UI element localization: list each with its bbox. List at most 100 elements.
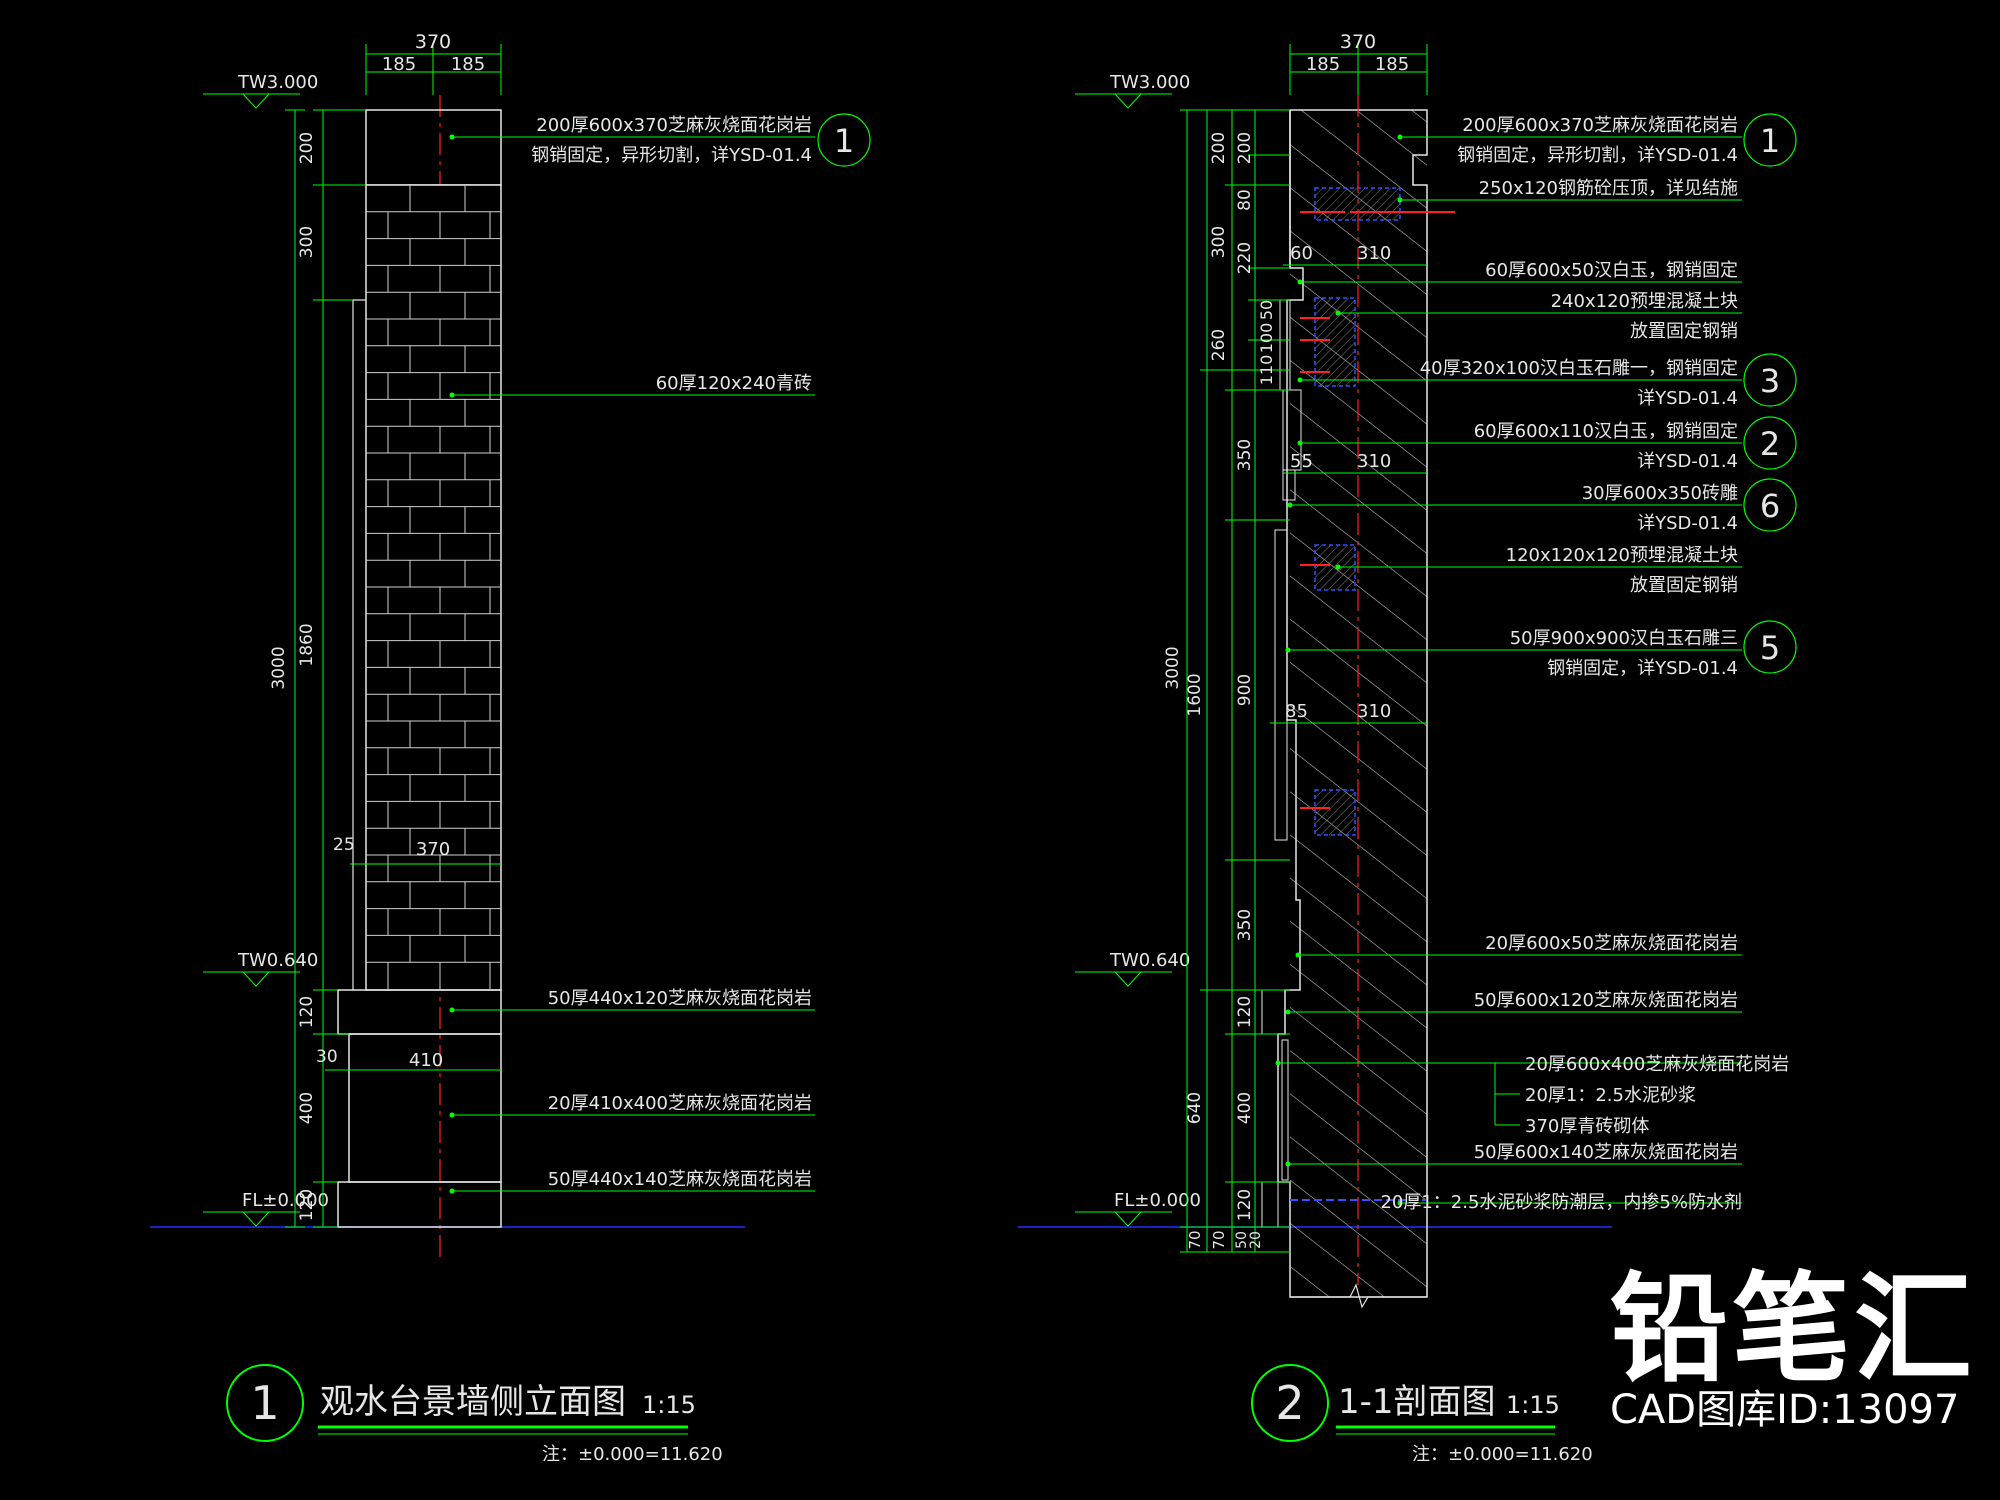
dim-30: 30: [316, 1047, 338, 1067]
rc-granite-140: 50厚600x140芝麻灰烧面花岗岩: [1474, 1142, 1738, 1163]
dim2-185-left: 185: [1306, 54, 1340, 75]
rc-brick-carving-2: 详YSD-01.4: [1637, 513, 1738, 534]
dim2-300: 300: [1209, 226, 1229, 258]
dim2-100: 100: [1257, 323, 1276, 354]
title-number-2: 2: [1275, 1376, 1304, 1430]
dim2-3000: 3000: [1163, 646, 1183, 689]
callout-base-140: 50厚440x140芝麻灰烧面花岗岩: [548, 1169, 812, 1190]
level-tw0640: TW0.640: [237, 950, 318, 971]
level2-fl: FL±0.000: [1114, 1190, 1201, 1211]
right-detail-tags: 1 3 2 6 5: [1743, 113, 1797, 674]
tag-circle-3: [1743, 353, 1797, 407]
dim-3000: 3000: [269, 646, 289, 689]
left-leader-dots: [449, 134, 455, 1194]
brick-courses: [366, 185, 501, 989]
dim-370: 370: [415, 31, 451, 53]
tag-circle-5: [1743, 620, 1797, 674]
dim2-310b: 310: [1357, 451, 1391, 472]
embed-block-120b: [1314, 789, 1356, 836]
left-leaders: [452, 136, 815, 1192]
base-stone-120: [337, 989, 502, 1035]
callout-cap-line2: 钢销固定，异形切割，详YSD-01.4: [531, 145, 812, 166]
dim2-120a: 120: [1235, 996, 1255, 1028]
dim2-350b: 350: [1235, 909, 1255, 941]
dim2-80: 80: [1235, 189, 1255, 211]
dim-120b: 120: [297, 1189, 317, 1221]
callout-brick: 60厚120x240青砖: [656, 373, 812, 394]
steel-pins: [1300, 211, 1455, 809]
rc-carving3-1: 50厚900x900汉白玉石雕三: [1510, 628, 1738, 649]
dim-185-left: 185: [382, 54, 416, 75]
rc-granite-120: 50厚600x120芝麻灰烧面花岗岩: [1474, 990, 1738, 1011]
dim2-70-mid: 70: [1210, 1230, 1228, 1249]
rc-damp-proof: 20厚1：2.5水泥砂浆防潮层，内掺5%防水剂: [1380, 1192, 1742, 1213]
level-marks-2: [1075, 93, 1172, 1227]
title-note-2: 注：±0.000=11.620: [1412, 1444, 1593, 1465]
rc-granite-50: 20厚600x50芝麻灰烧面花岗岩: [1485, 933, 1738, 954]
title-number-1: 1: [250, 1376, 279, 1430]
dim-410: 410: [409, 1050, 443, 1071]
break-line: [1290, 1283, 1427, 1309]
rc-brick-carving-1: 30厚600x350砖雕: [1582, 483, 1738, 504]
brand-logo: 铅笔汇: [1610, 1260, 1976, 1398]
top-dimension-2: [1289, 44, 1428, 95]
dim-300: 300: [297, 226, 317, 258]
title-scale-1: 1:15: [642, 1391, 696, 1419]
level2-tw3: TW3.000: [1109, 72, 1190, 93]
rc-embed-120-2: 放置固定钢销: [1630, 575, 1738, 596]
rc-jade-110-2: 详YSD-01.4: [1637, 451, 1738, 472]
cap-stone: [365, 109, 502, 186]
level-tw3: TW3.000: [237, 72, 318, 93]
recess-edge: [352, 299, 366, 990]
detail-tag-1: 1: [834, 122, 854, 160]
callout-cap-line1: 200厚600x370芝麻灰烧面花岗岩: [536, 115, 812, 136]
dim2-60: 60: [1290, 243, 1313, 264]
side-elevation-view: 370 185 185 TW3.000 TW0.640 FL±0.000: [150, 31, 871, 1465]
dim-400: 400: [297, 1092, 317, 1124]
dim2-220: 220: [1235, 242, 1255, 274]
dim2-120b: 120: [1235, 1189, 1255, 1221]
title-side-elevation: 观水台景墙侧立面图: [320, 1382, 626, 1422]
brand-caption: CAD图库ID:13097: [1610, 1387, 1959, 1433]
callout-base-120: 50厚440x120芝麻灰烧面花岗岩: [548, 988, 812, 1009]
rc-granite-400: 20厚600x400芝麻灰烧面花岗岩: [1525, 1054, 1789, 1075]
rc-carving1-2: 详YSD-01.4: [1637, 388, 1738, 409]
rc-embed-120-1: 120x120x120预埋混凝土块: [1506, 545, 1738, 566]
dim2-50b: 50: [1234, 1231, 1250, 1249]
rc-embed-240-1: 240x120预埋混凝土块: [1551, 291, 1738, 312]
level-fl: FL±0.000: [242, 1190, 329, 1211]
dim2-110: 110: [1257, 355, 1276, 386]
level-marks: [203, 93, 300, 1227]
rc-mortar: 20厚1：2.5水泥砂浆: [1525, 1085, 1696, 1106]
dim2-260: 260: [1209, 329, 1229, 361]
callout-base-400: 20厚410x400芝麻灰烧面花岗岩: [548, 1093, 812, 1114]
dim-120a: 120: [297, 996, 317, 1028]
tag-3: 3: [1760, 362, 1780, 400]
dim2-200: 200: [1209, 132, 1229, 164]
title-circle-2: [1251, 1364, 1329, 1442]
dim2-310a: 310: [1357, 243, 1391, 264]
section-view: 370 185 185 TW3.000 TW0.640 FL±0.000: [1018, 31, 1797, 1465]
top-dimension: [365, 44, 502, 95]
dim2-900: 900: [1235, 674, 1255, 706]
tag-1: 1: [1760, 122, 1780, 160]
rc-carving3-2: 钢销固定，详YSD-01.4: [1547, 658, 1738, 679]
title-note-1: 注：±0.000=11.620: [542, 1444, 723, 1465]
tag-circle-6: [1743, 478, 1797, 532]
vertical-dimensions-2: [1180, 109, 1427, 1253]
title-scale-2: 1:15: [1506, 1391, 1560, 1419]
detail-tag-circle: [817, 113, 871, 167]
dim2-70-outer: 70: [1186, 1230, 1204, 1249]
dim-370-mid: 370: [416, 839, 450, 860]
level2-tw0640: TW0.640: [1109, 950, 1190, 971]
rc-jade-50: 60厚600x50汉白玉，钢销固定: [1485, 260, 1738, 281]
dim2-20: 20: [1248, 1231, 1264, 1249]
dim2-200-inner: 200: [1235, 132, 1255, 164]
tag-circle-2: [1743, 416, 1797, 470]
rc-carving1-1: 40厚320x100汉白玉石雕一，钢销固定: [1420, 358, 1738, 379]
dim-200: 200: [297, 132, 317, 164]
dim2-1600: 1600: [1185, 673, 1205, 716]
dim2-55: 55: [1290, 451, 1313, 472]
vertical-dimensions: [285, 109, 501, 1228]
